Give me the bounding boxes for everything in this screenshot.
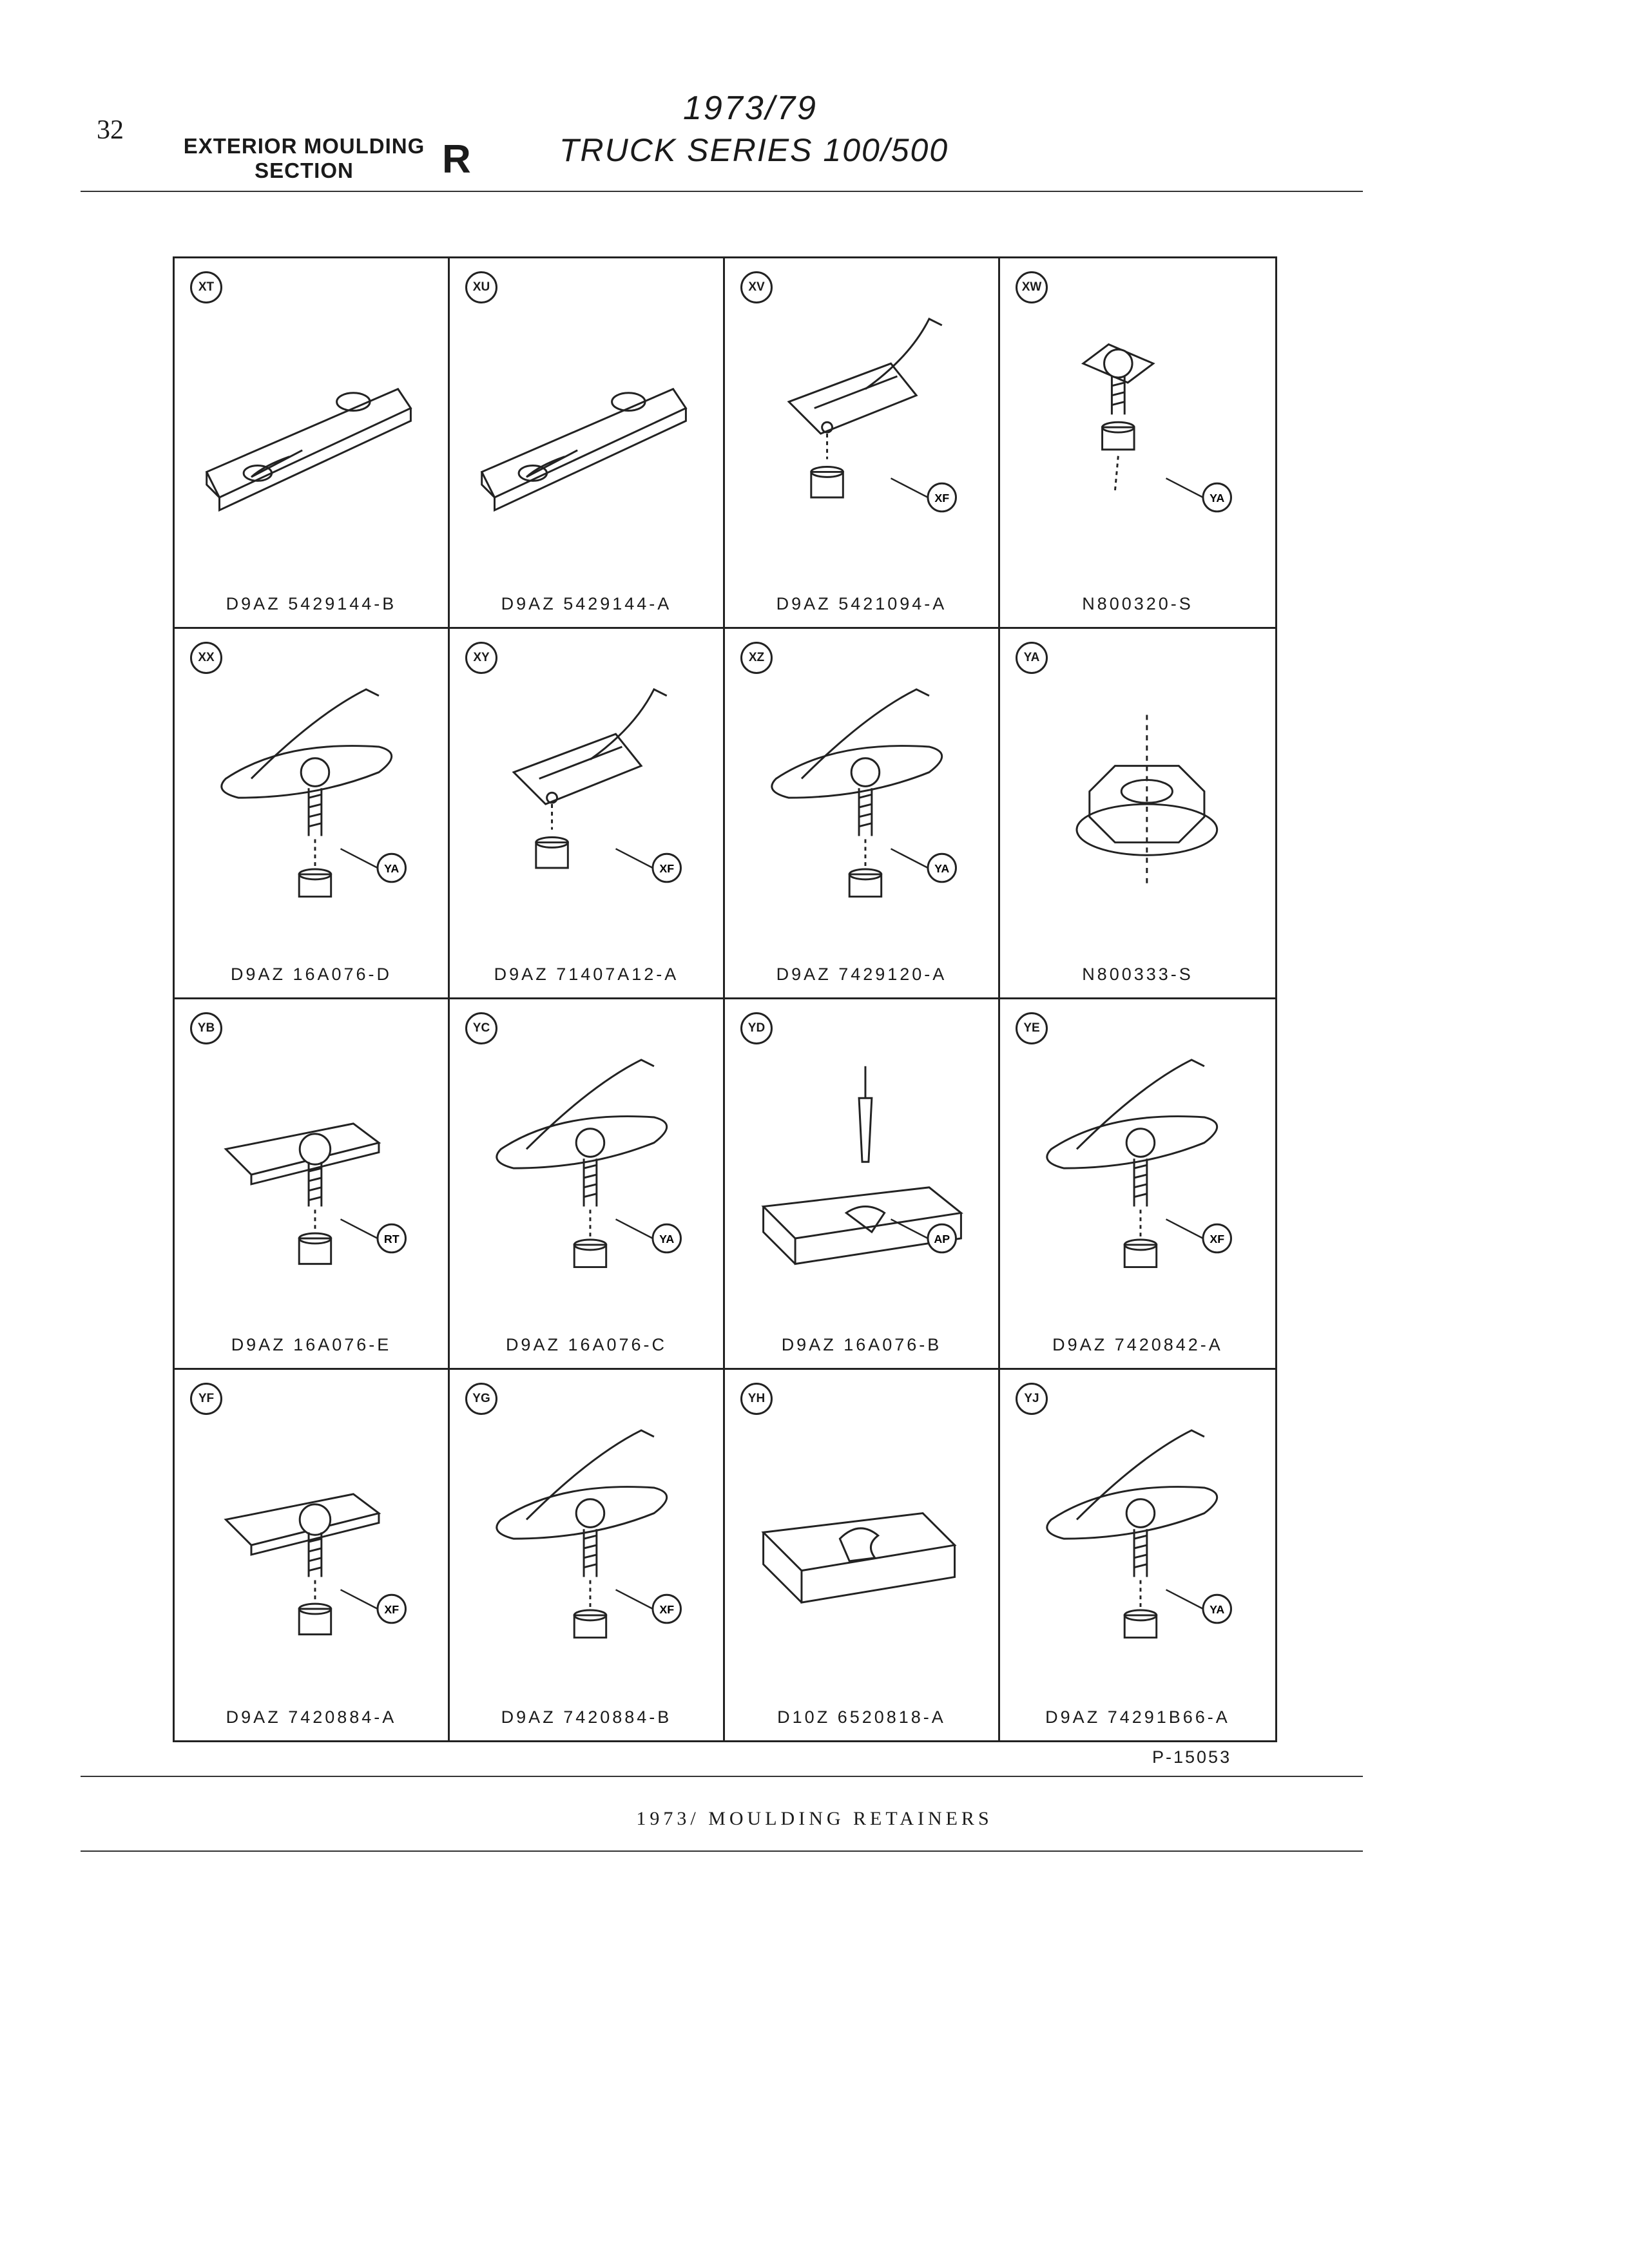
part-cell: YA N800333-S (1000, 629, 1275, 999)
reference-code: YA (1016, 642, 1048, 674)
callout-badge: YA (1165, 477, 1232, 513)
part-illustration: XF (224, 1493, 407, 1636)
footer-divider-top (81, 1776, 1363, 1777)
callout-badge: YA (890, 848, 957, 883)
part-number: D9AZ 16A076-C (505, 1335, 668, 1354)
part-illustration: XF (512, 687, 682, 883)
part-illustration: YA (1046, 1429, 1232, 1639)
part-illustration: XF (1046, 1059, 1232, 1269)
callout-label: XF (659, 862, 674, 875)
part-cell: YG XF D9AZ 7420884-B (450, 1370, 725, 1740)
header-divider (81, 191, 1363, 192)
part-number: D9AZ 7420884-B (501, 1707, 672, 1727)
callout-badge: XF (1165, 1218, 1232, 1254)
part-illustration (480, 387, 688, 512)
page-number: 32 (97, 115, 124, 145)
part-number: D9AZ 5429144-B (226, 594, 397, 613)
part-cell: XW YA N800320-S (1000, 258, 1275, 629)
part-number: D9AZ 5429144-A (501, 594, 672, 613)
callout-badge: XF (340, 1589, 407, 1624)
reference-code: XU (465, 271, 497, 303)
part-illustration (205, 387, 412, 512)
callout-badge: YA (1165, 1589, 1232, 1624)
plate-code: P-15053 (1152, 1747, 1232, 1767)
part-illustration: YA (771, 688, 957, 898)
callout-label: YA (659, 1233, 674, 1245)
part-cell: XY XF D9AZ 71407A12-A (450, 629, 725, 999)
part-cell: YE XF D9AZ 7420842-A (1000, 999, 1275, 1370)
reference-code: XV (740, 271, 773, 303)
reference-code: XX (190, 642, 222, 674)
part-number: D9AZ 16A076-B (781, 1335, 942, 1354)
reference-code: YE (1016, 1012, 1048, 1044)
part-number: D9AZ 71407A12-A (494, 965, 679, 984)
part-number: N800333-S (1082, 965, 1193, 984)
part-cell: YJ YA D9AZ 74291B66-A (1000, 1370, 1275, 1740)
callout-label: YA (1210, 492, 1224, 505)
reference-code: YD (740, 1012, 773, 1044)
reference-code: YH (740, 1383, 773, 1415)
part-illustration: YA (1081, 343, 1232, 513)
part-illustration: YA (496, 1059, 682, 1269)
part-illustration: XF (787, 317, 957, 513)
reference-code: YG (465, 1383, 497, 1415)
reference-code: XT (190, 271, 222, 303)
part-cell: XT D9AZ 5429144-B (175, 258, 450, 629)
footer-caption: 1973/ MOULDING RETAINERS (636, 1808, 993, 1829)
reference-code: YC (465, 1012, 497, 1044)
part-cell: XZ YA D9AZ 7429120-A (725, 629, 1000, 999)
reference-code: XZ (740, 642, 773, 674)
callout-label: XF (384, 1603, 399, 1616)
part-number: D9AZ 5421094-A (776, 594, 947, 613)
part-illustration: RT (224, 1122, 407, 1265)
callout-label: AP (934, 1233, 950, 1245)
truck-series: TRUCK SERIES 100/500 (559, 132, 949, 168)
callout-label: XF (934, 492, 949, 505)
callout-badge: YA (340, 848, 407, 883)
part-cell: YC YA D9AZ 16A076-C (450, 999, 725, 1370)
section-title: EXTERIOR MOULDING SECTION (183, 134, 425, 182)
callout-label: YA (384, 862, 399, 875)
reference-code: XY (465, 642, 497, 674)
callout-badge: XF (890, 477, 957, 513)
part-cell: XU D9AZ 5429144-A (450, 258, 725, 629)
reference-code: YJ (1016, 1383, 1048, 1415)
part-number: D9AZ 7429120-A (776, 965, 947, 984)
part-number: D10Z 6520818-A (777, 1707, 946, 1727)
part-number: N800320-S (1082, 594, 1193, 613)
part-number: D9AZ 7420842-A (1052, 1335, 1223, 1354)
callout-badge: XF (615, 1589, 682, 1624)
part-number: D9AZ 74291B66-A (1045, 1707, 1230, 1727)
callout-label: RT (384, 1233, 400, 1245)
part-cell: YH D10Z 6520818-A (725, 1370, 1000, 1740)
part-illustration (761, 1512, 957, 1604)
callout-badge: XF (615, 848, 682, 883)
part-cell: YD AP D9AZ 16A076-B (725, 999, 1000, 1370)
part-cell: YF XF D9AZ 7420884-A (175, 1370, 450, 1740)
part-number: D9AZ 16A076-E (231, 1335, 392, 1354)
reference-code: XW (1016, 271, 1048, 303)
section-letter: R (442, 137, 471, 182)
callout-badge: RT (340, 1218, 407, 1254)
part-illustration: AP (761, 1066, 963, 1265)
callout-label: XF (1210, 1233, 1224, 1245)
callout-badge: AP (890, 1218, 957, 1254)
year-range: 1973/79 (683, 90, 818, 127)
part-cell: XX YA D9AZ 16A076-D (175, 629, 450, 999)
callout-label: YA (934, 862, 949, 875)
reference-code: YF (190, 1383, 222, 1415)
part-number: D9AZ 7420884-A (226, 1707, 397, 1727)
callout-badge: YA (615, 1218, 682, 1254)
part-number: D9AZ 16A076-D (230, 965, 392, 984)
callout-label: XF (659, 1603, 674, 1616)
callout-label: YA (1210, 1603, 1224, 1616)
part-illustration: XF (496, 1429, 682, 1639)
part-illustration: YA (220, 688, 407, 898)
part-cell: YB RT D9AZ 16A076-E (175, 999, 450, 1370)
footer-divider-bottom (81, 1850, 1363, 1852)
reference-code: YB (190, 1012, 222, 1044)
part-cell: XV XF D9AZ 5421094-A (725, 258, 1000, 629)
part-illustration (1075, 715, 1219, 887)
